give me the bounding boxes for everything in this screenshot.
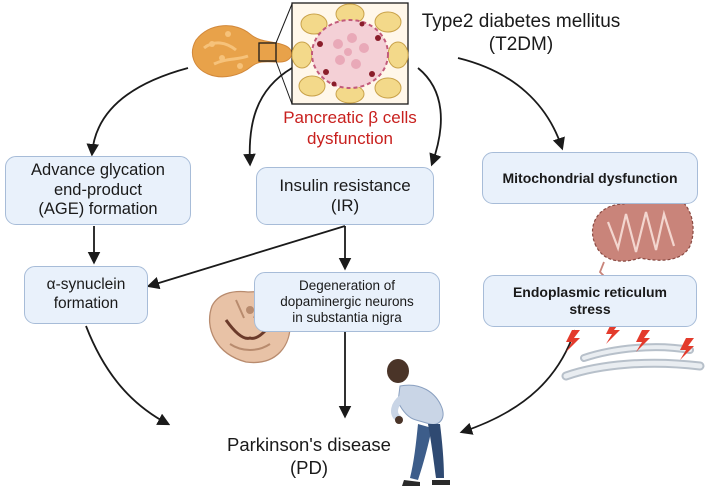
syn-line2: formation (53, 295, 119, 312)
pancreas-icon (192, 3, 293, 105)
beta-cells-line1: Pancreatic β cells (283, 108, 417, 127)
arrow-er-to-pd (459, 329, 576, 435)
box-mitochondrial-dysfunction: Mitochondrial dysfunction (482, 152, 698, 204)
box-alpha-synuclein: α-synuclein formation (24, 266, 148, 324)
lightning-icon (566, 322, 694, 360)
elderly-person-icon (387, 359, 450, 486)
mitochondria-icon (591, 179, 694, 279)
box-insulin-resistance: Insulin resistance (IR) (256, 167, 434, 225)
arrow-ir-to-syn (146, 225, 346, 290)
arrow-syn-to-pd (85, 325, 171, 426)
arrow-pancreas-to-age (86, 67, 189, 157)
endoplasmic-reticulum-icon (561, 343, 705, 381)
title-line2: (T2DM) (488, 34, 554, 56)
age-line2: end-product (53, 180, 143, 199)
er-line2: stress (569, 301, 611, 317)
arrow-t2dm-to-mito (457, 57, 565, 151)
title-line1: Type2 diabetes mellitus (421, 11, 621, 32)
degen-line1: Degeneration of (298, 277, 396, 293)
er-line1: Endoplasmic reticulum (512, 284, 668, 301)
degen-line3: in substantia nigra (292, 310, 402, 326)
syn-line1: α-synuclein (46, 276, 126, 294)
outcome-pd: Parkinson's disease (PD) (205, 434, 413, 479)
ir-line1: Insulin resistance (279, 175, 411, 195)
islet-cells-icon (291, 2, 409, 105)
degen-line2: dopaminergic neurons (280, 293, 414, 309)
beta-cells-line2: dysfunction (307, 128, 393, 148)
box-er-stress: Endoplasmic reticulum stress (483, 275, 697, 327)
box-age-formation: Advance glycation end-product (AGE) form… (5, 156, 191, 225)
title-t2dm: Type2 diabetes mellitus (T2DM) (415, 10, 627, 56)
age-line3: (AGE) formation (38, 200, 158, 219)
age-line1: Advance glycation (31, 160, 165, 179)
pd-line2: (PD) (289, 456, 329, 478)
pd-line1: Parkinson's disease (227, 434, 391, 455)
beta-cells-label: Pancreatic β cells dysfunction (262, 108, 438, 149)
ir-line2: (IR) (330, 196, 360, 215)
mito-line1: Mitochondrial dysfunction (502, 169, 678, 186)
arrow-beta-to-ir-right (417, 67, 442, 167)
box-degeneration: Degeneration of dopaminergic neurons in … (254, 272, 440, 332)
